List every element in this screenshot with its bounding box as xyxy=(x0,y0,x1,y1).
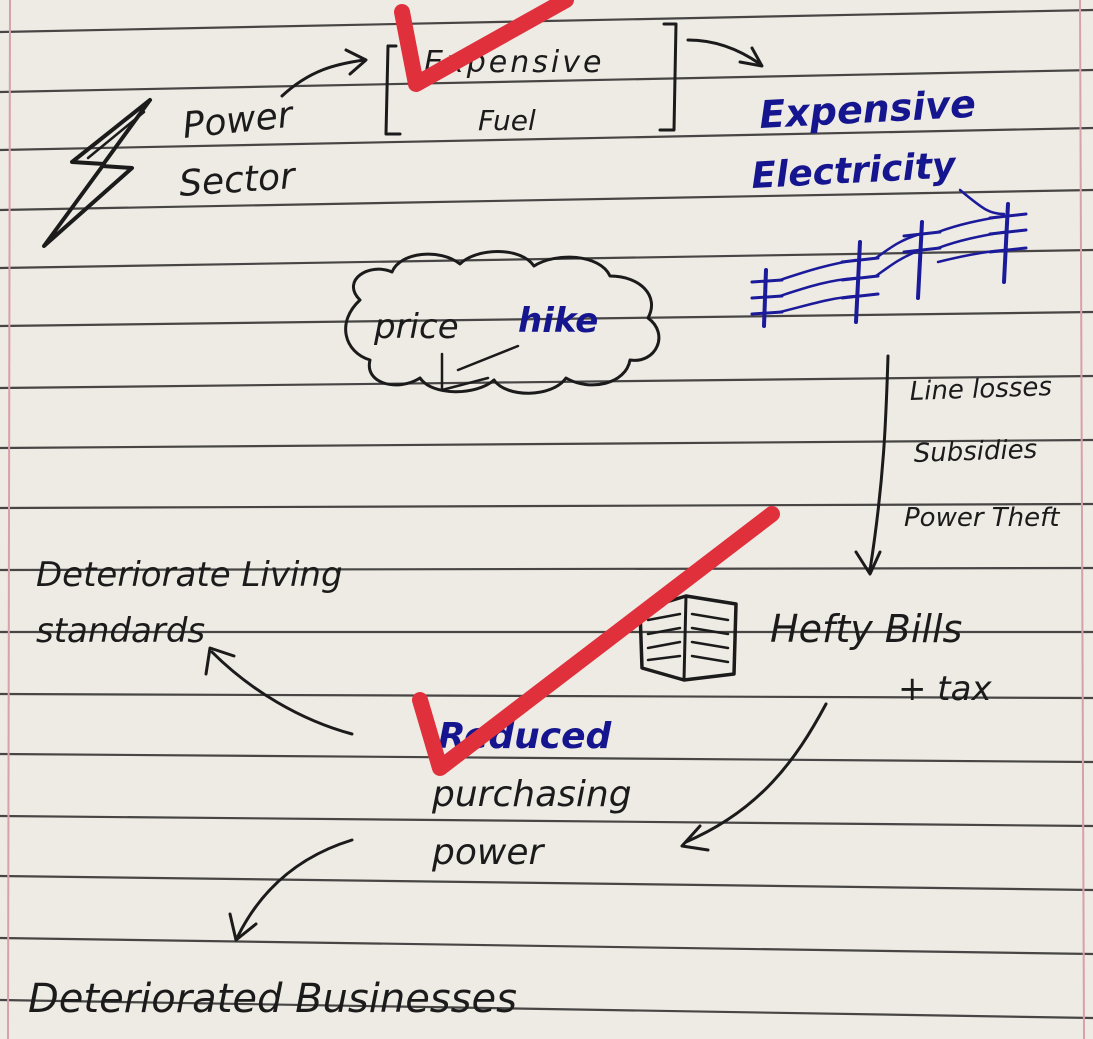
arrow-fuel-to-electricity xyxy=(686,38,764,68)
lightning-bolt-icon xyxy=(42,98,152,248)
expensive-fuel-label-line2: Fuel xyxy=(478,104,536,137)
fuel-bracket xyxy=(384,22,678,136)
cause-subsidies: Subsidies xyxy=(913,435,1038,469)
arrow-bills-to-reduced xyxy=(680,702,828,852)
check-mark-icon xyxy=(394,0,574,92)
cause-line-losses: Line losses xyxy=(909,372,1052,407)
arrow-power-to-fuel xyxy=(280,48,368,98)
power-pylons-icon xyxy=(750,188,1028,328)
ruled-lines xyxy=(0,8,1093,1020)
cloud-icon xyxy=(344,250,661,395)
price-hike-word2: hike xyxy=(518,301,598,341)
price-hike-word1: price xyxy=(373,307,459,347)
arrow-reduced-to-living xyxy=(204,646,354,736)
reduced-power-label-line3: power xyxy=(431,832,545,873)
power-sector-label-line2: Sector xyxy=(178,156,299,205)
living-standards-label-line1: Deteriorate Living xyxy=(36,555,343,595)
hefty-bills-label-line2: + tax xyxy=(898,669,992,709)
reduced-power-label-line2: purchasing xyxy=(431,774,632,815)
bill-book-icon xyxy=(638,594,738,682)
living-standards-label-line2: standards xyxy=(36,611,205,651)
check-mark-icon-second xyxy=(412,506,780,776)
arrow-electricity-to-bills xyxy=(854,354,890,576)
arrow-reduced-to-businesses xyxy=(228,838,354,942)
margin-lines xyxy=(7,0,1085,1039)
hefty-bills-label-line1: Hefty Bills xyxy=(770,607,962,651)
businesses-label: Deteriorated Businesses xyxy=(28,976,517,1022)
cause-power-theft: Power Theft xyxy=(904,503,1060,533)
